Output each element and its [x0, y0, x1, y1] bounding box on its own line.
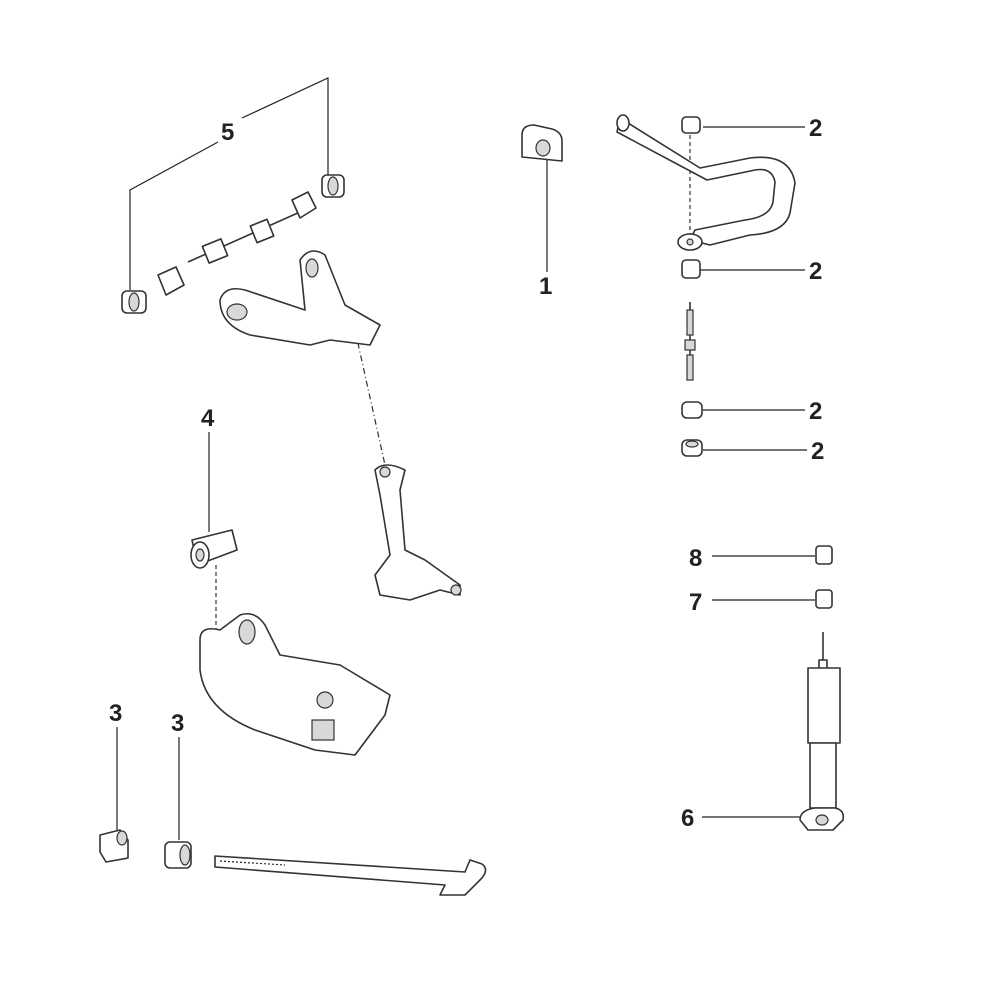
callout-7: 7	[689, 589, 702, 616]
callout-1: 1	[539, 273, 552, 300]
stabilizer-bar	[616, 114, 796, 251]
callout-5: 5	[221, 119, 234, 146]
callout-3: 3	[109, 700, 122, 727]
callout-2: 2	[809, 115, 822, 142]
callouts: 5 1 2 2 2 2 4 8 7 6 3 3	[109, 115, 824, 832]
upper-arm-shaft-kit	[121, 174, 345, 314]
shock-absorber	[799, 632, 845, 831]
callout-6: 6	[681, 805, 694, 832]
strut-rod-bushings	[99, 829, 192, 869]
callout-2: 2	[809, 398, 822, 425]
callout-8: 8	[689, 545, 702, 572]
lower-arm-bushing	[190, 529, 238, 569]
upper-control-arm	[219, 250, 381, 346]
strut-rod	[214, 855, 487, 896]
callout-2: 2	[809, 258, 822, 285]
lower-control-arm	[199, 612, 391, 756]
leader-lines	[116, 77, 815, 840]
callout-2: 2	[811, 438, 824, 465]
callout-3: 3	[171, 710, 184, 737]
stabilizer-bushing	[521, 124, 563, 162]
link-bushings	[681, 116, 703, 457]
steering-knuckle	[374, 464, 462, 601]
callout-4: 4	[201, 405, 215, 432]
shock-bushings	[815, 545, 833, 609]
